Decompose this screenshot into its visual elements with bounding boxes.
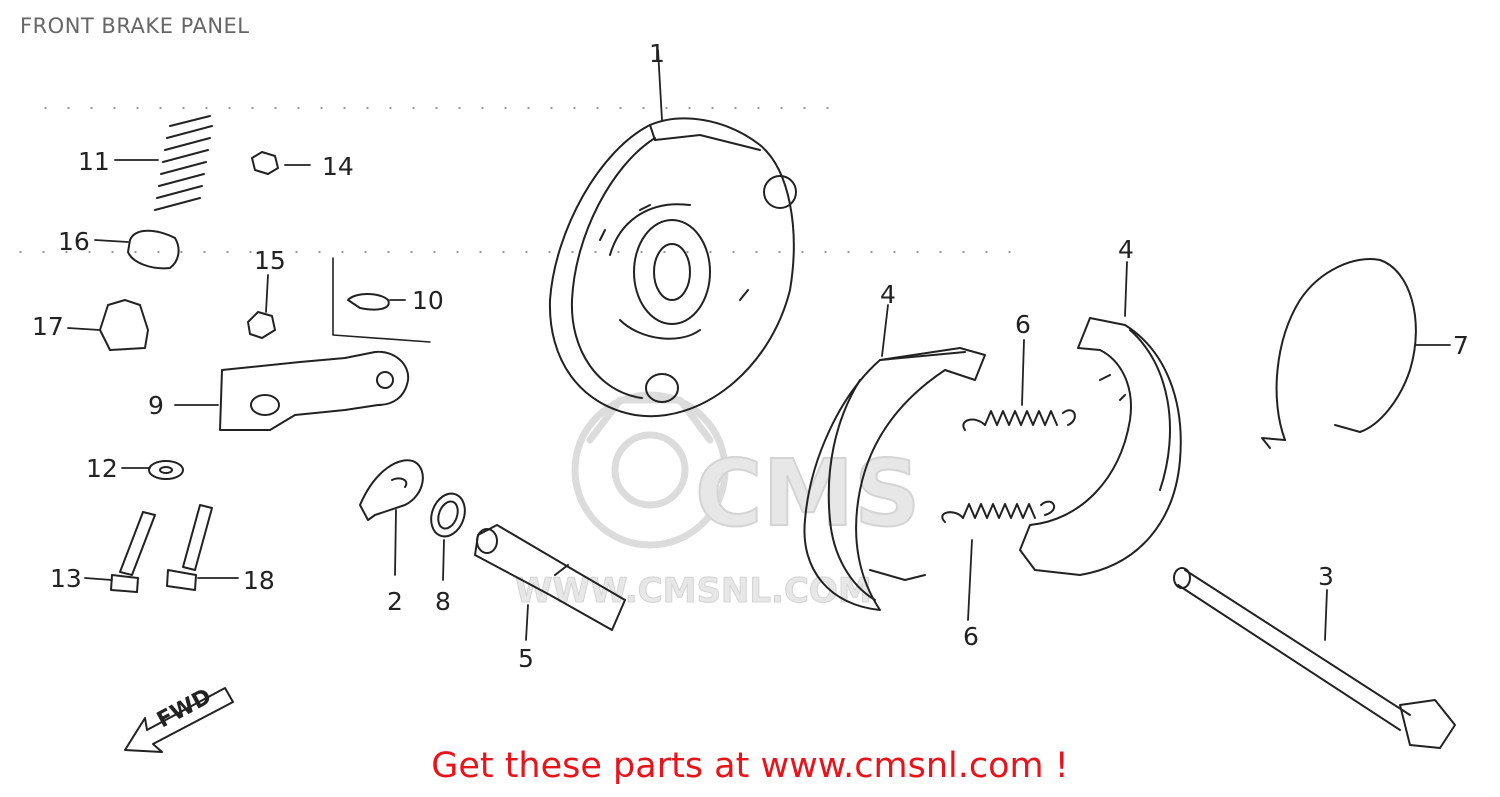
nut-15-part xyxy=(247,274,276,339)
bracket-lines xyxy=(332,257,431,343)
wire-ring-part xyxy=(1261,258,1451,449)
callout-14: 14 xyxy=(322,152,354,181)
callout-16: 16 xyxy=(58,227,90,256)
callout-9: 9 xyxy=(148,391,164,420)
reference-lines xyxy=(19,107,1011,253)
spring-lower-part xyxy=(941,500,1056,621)
fwd-label: FWD xyxy=(153,684,216,733)
nut-14-part xyxy=(251,151,311,175)
callout-5: 5 xyxy=(518,644,534,673)
brake-shoe-right-part xyxy=(1019,261,1182,576)
callout-12: 12 xyxy=(86,454,118,483)
clip-part xyxy=(347,293,406,311)
watermark-logo-text: CMS xyxy=(695,440,920,547)
washer-part xyxy=(121,460,184,480)
callout-15: 15 xyxy=(254,246,286,275)
callout-6a: 6 xyxy=(1015,310,1031,339)
callout-1: 1 xyxy=(649,39,665,68)
callout-4b: 4 xyxy=(1118,235,1134,264)
callout-18: 18 xyxy=(243,566,275,595)
callout-17: 17 xyxy=(32,312,64,341)
bolt-13-part xyxy=(84,511,156,593)
brake-arm-part xyxy=(174,350,410,431)
spring-upper-part xyxy=(962,339,1076,431)
callout-4a: 4 xyxy=(880,280,896,309)
brake-panel-part xyxy=(548,49,797,418)
callout-13: 13 xyxy=(50,564,82,593)
callout-6b: 6 xyxy=(963,622,979,651)
indicator-plate-part xyxy=(359,459,424,576)
axle-part xyxy=(1173,567,1456,749)
fwd-arrow: FWD xyxy=(124,684,234,753)
spring-11-part xyxy=(114,115,213,211)
watermark-url-text: WWW.CMSNL.COM xyxy=(515,571,872,611)
callout-3: 3 xyxy=(1318,562,1334,591)
callout-10: 10 xyxy=(412,286,444,315)
diagram-title: FRONT BRAKE PANEL xyxy=(20,14,250,38)
callout-numbers: 1 2 3 4 4 5 6 6 7 8 9 10 11 12 13 14 15 … xyxy=(32,39,1469,673)
callout-2: 2 xyxy=(387,587,403,616)
callout-7: 7 xyxy=(1453,331,1469,360)
promo-link-text[interactable]: Get these parts at www.cmsnl.com ! xyxy=(431,746,1069,786)
watermark-logo: CMS WWW.CMSNL.COM xyxy=(515,391,921,612)
brake-shoe-left-part xyxy=(803,304,986,611)
felt-seal-part xyxy=(430,492,466,581)
brake-cam-part xyxy=(474,524,626,641)
cap-part xyxy=(94,229,180,270)
joint-part xyxy=(67,299,149,351)
callout-8: 8 xyxy=(435,587,451,616)
bolt-18-part xyxy=(166,504,239,591)
callout-11: 11 xyxy=(78,147,110,176)
